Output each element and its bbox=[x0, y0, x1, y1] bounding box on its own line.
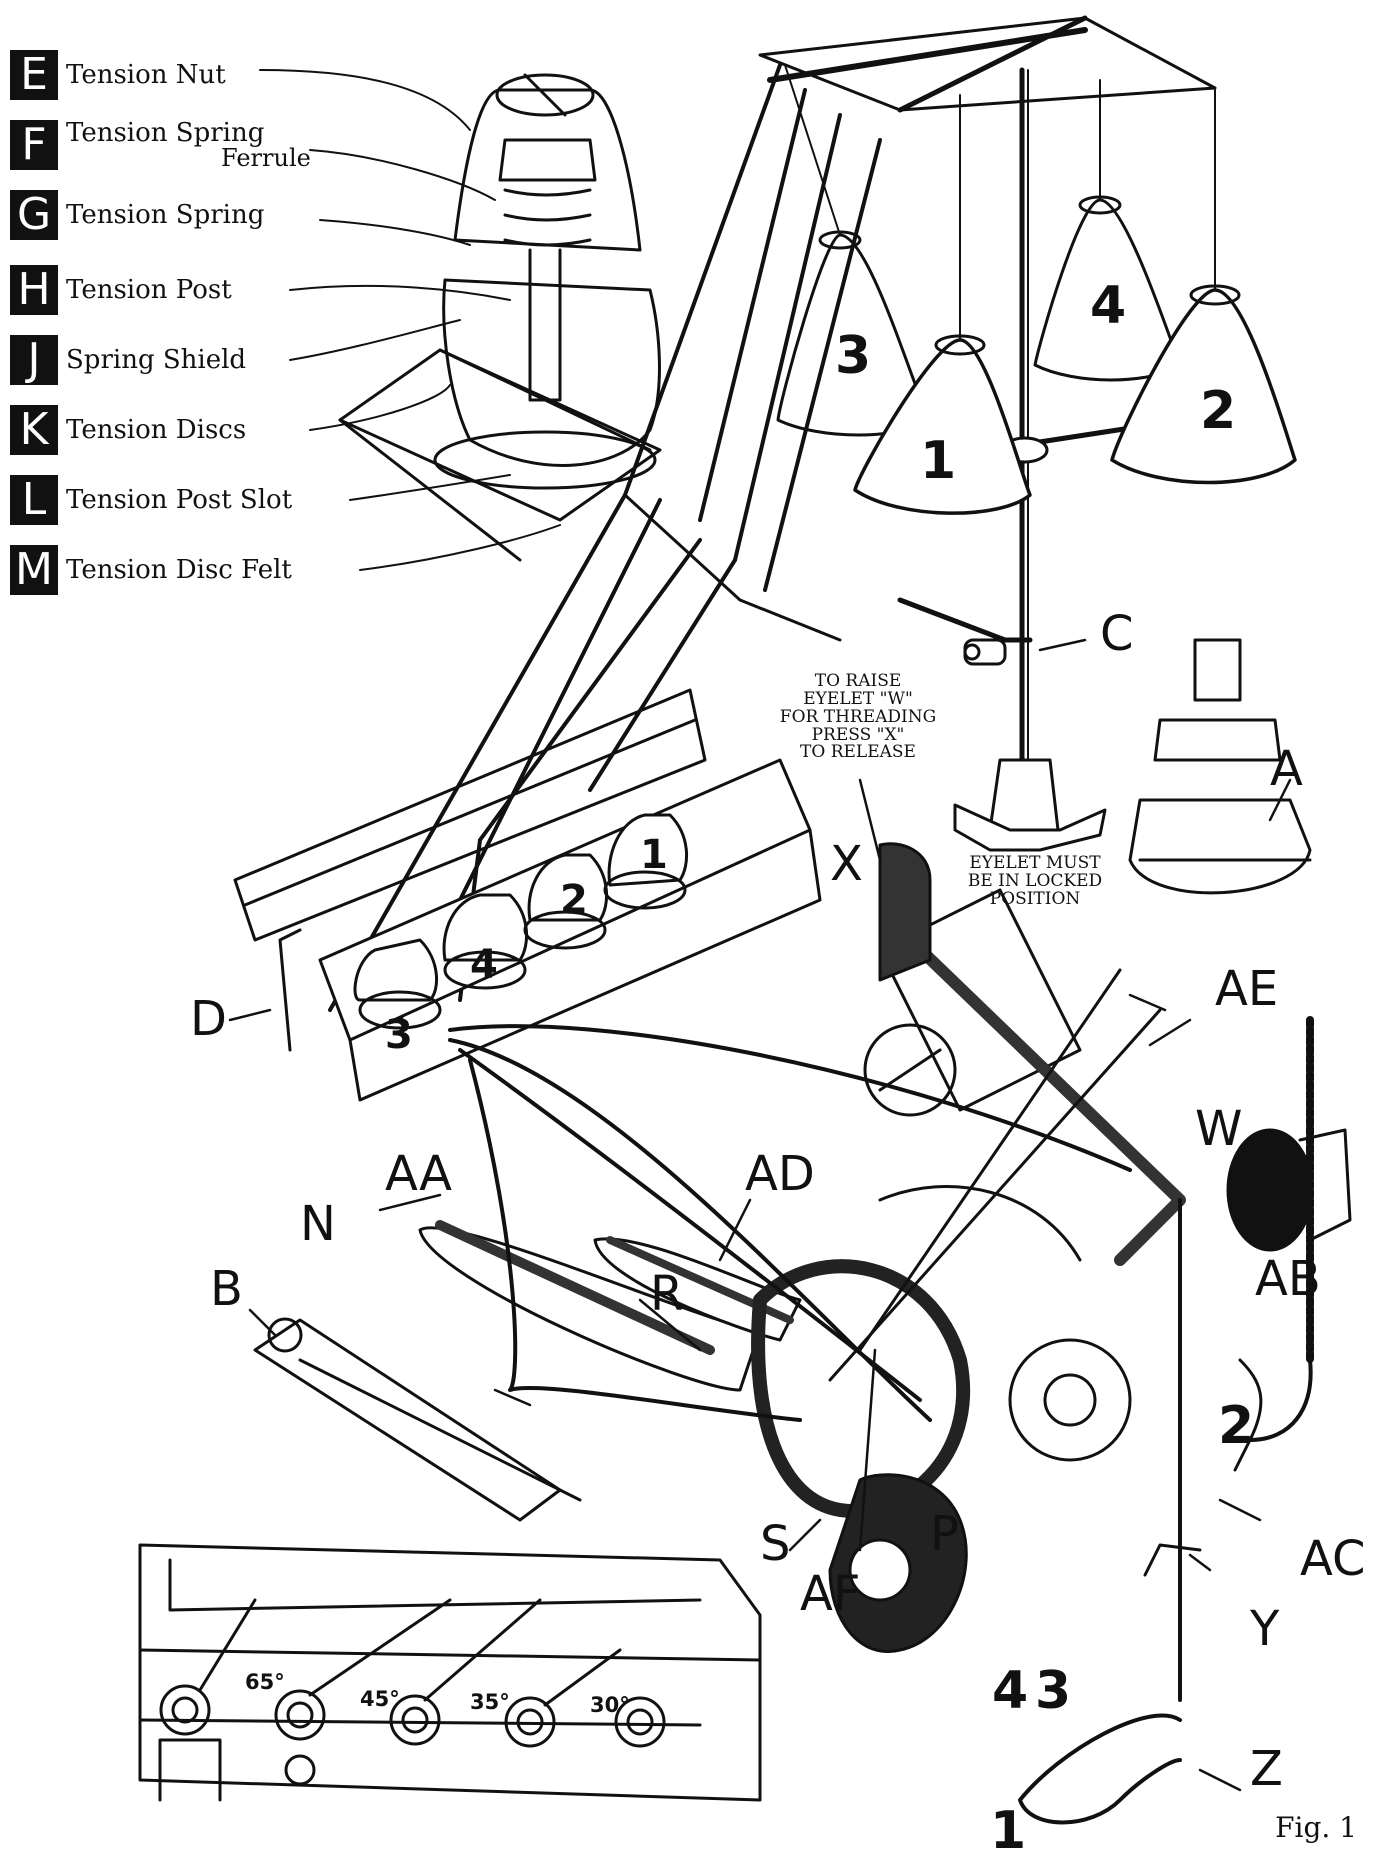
thread-number-4: 4 bbox=[992, 1661, 1029, 1721]
legend-item-tension-post-slot: L Tension Post Slot bbox=[10, 475, 292, 525]
callout-AE: AE bbox=[1215, 961, 1279, 1017]
note-raise-eyelet: TO RAISE EYELET "W" FOR THREADING PRESS … bbox=[779, 671, 937, 763]
legend-key: E bbox=[10, 50, 58, 100]
legend-item-tension-spring-ferrule: F Tension Spring Ferrule bbox=[10, 120, 311, 170]
take-up-and-guides bbox=[1143, 1128, 1352, 1577]
legend-key: H bbox=[10, 265, 58, 315]
cone-number-4: 4 bbox=[1090, 276, 1127, 336]
angle-65: 65° bbox=[245, 1670, 285, 1694]
legend-key: L bbox=[10, 475, 58, 525]
legend-item-tension-discs: K Tension Discs bbox=[10, 405, 246, 455]
callout-arrows bbox=[228, 638, 1292, 1792]
legend-label: Tension Spring bbox=[66, 118, 265, 148]
callout-Y: Y bbox=[1250, 1601, 1280, 1657]
tension-number-1: 1 bbox=[640, 832, 668, 878]
legend-label: Tension Post bbox=[66, 275, 232, 305]
legend-leaders bbox=[259, 69, 561, 571]
figure-caption: Fig. 1 bbox=[1275, 1811, 1357, 1844]
legend-label: Tension Disc Felt bbox=[66, 555, 292, 585]
callout-AF: AF bbox=[800, 1566, 861, 1622]
angle-45: 45° bbox=[360, 1687, 400, 1711]
callout-S: S bbox=[760, 1516, 791, 1572]
angle-35: 35° bbox=[470, 1690, 510, 1714]
legend-label: Tension Nut bbox=[66, 60, 226, 90]
callout-N: N bbox=[300, 1196, 336, 1252]
thread-run bbox=[448, 968, 1314, 1825]
legend-label: Tension Post Slot bbox=[66, 485, 293, 515]
legend-label: Spring Shield bbox=[66, 345, 247, 375]
legend-item-tension-post: H Tension Post bbox=[10, 265, 232, 315]
callout-Z: Z bbox=[1250, 1741, 1283, 1797]
thread-guide-bar bbox=[233, 688, 707, 1052]
legend-item-tension-disc-felt: M Tension Disc Felt bbox=[10, 545, 292, 595]
callout-AC: AC bbox=[1300, 1531, 1366, 1587]
callout-C: C bbox=[1100, 606, 1134, 662]
legend-label-group: Tension Spring Ferrule bbox=[66, 120, 311, 170]
callout-D: D bbox=[190, 991, 227, 1047]
legend-item-tension-spring: G Tension Spring bbox=[10, 190, 264, 240]
legend-sublabel: Ferrule bbox=[221, 144, 311, 172]
legend-key: G bbox=[10, 190, 58, 240]
legend-item-tension-nut: E Tension Nut bbox=[10, 50, 226, 100]
legend-key: M bbox=[10, 545, 58, 595]
note-eyelet-locked: EYELET MUST BE IN LOCKED POSITION bbox=[967, 853, 1103, 909]
legend-key: J bbox=[10, 335, 58, 385]
callout-AD: AD bbox=[745, 1146, 815, 1202]
tension-number-2: 2 bbox=[560, 877, 588, 923]
callout-X: X bbox=[830, 836, 863, 892]
callout-B: B bbox=[210, 1261, 243, 1317]
angle-30: 30° bbox=[590, 1693, 630, 1717]
legend-key: K bbox=[10, 405, 58, 455]
looper-mechanism bbox=[418, 842, 1186, 1653]
legend-label: Tension Discs bbox=[66, 415, 247, 445]
callout-P: P bbox=[930, 1506, 959, 1562]
thread-number-2: 2 bbox=[1218, 1396, 1255, 1456]
tension-assembly bbox=[318, 758, 822, 1102]
arm-B bbox=[253, 1317, 582, 1522]
legend-key: F bbox=[10, 120, 58, 170]
tension-detail-inset bbox=[338, 73, 662, 562]
cone-number-1: 1 bbox=[920, 431, 957, 491]
callout-R: R bbox=[650, 1266, 684, 1322]
tension-nut-A bbox=[1128, 638, 1312, 895]
callout-AB: AB bbox=[1255, 1251, 1321, 1307]
cone-number-2: 2 bbox=[1200, 381, 1237, 441]
tension-number-3: 3 bbox=[385, 1012, 413, 1058]
callout-AA: AA bbox=[385, 1146, 453, 1202]
cone-number-3: 3 bbox=[835, 326, 872, 386]
callout-W: W bbox=[1195, 1101, 1243, 1157]
thread-number-1: 1 bbox=[990, 1801, 1027, 1861]
needle-plate-inset bbox=[138, 1543, 762, 1802]
thread-cones bbox=[776, 195, 1297, 515]
tension-number-4: 4 bbox=[470, 942, 498, 988]
legend-item-spring-shield: J Spring Shield bbox=[10, 335, 246, 385]
callout-A: A bbox=[1270, 741, 1303, 797]
thread-number-3: 3 bbox=[1035, 1661, 1072, 1721]
legend-label: Tension Spring bbox=[66, 200, 265, 230]
